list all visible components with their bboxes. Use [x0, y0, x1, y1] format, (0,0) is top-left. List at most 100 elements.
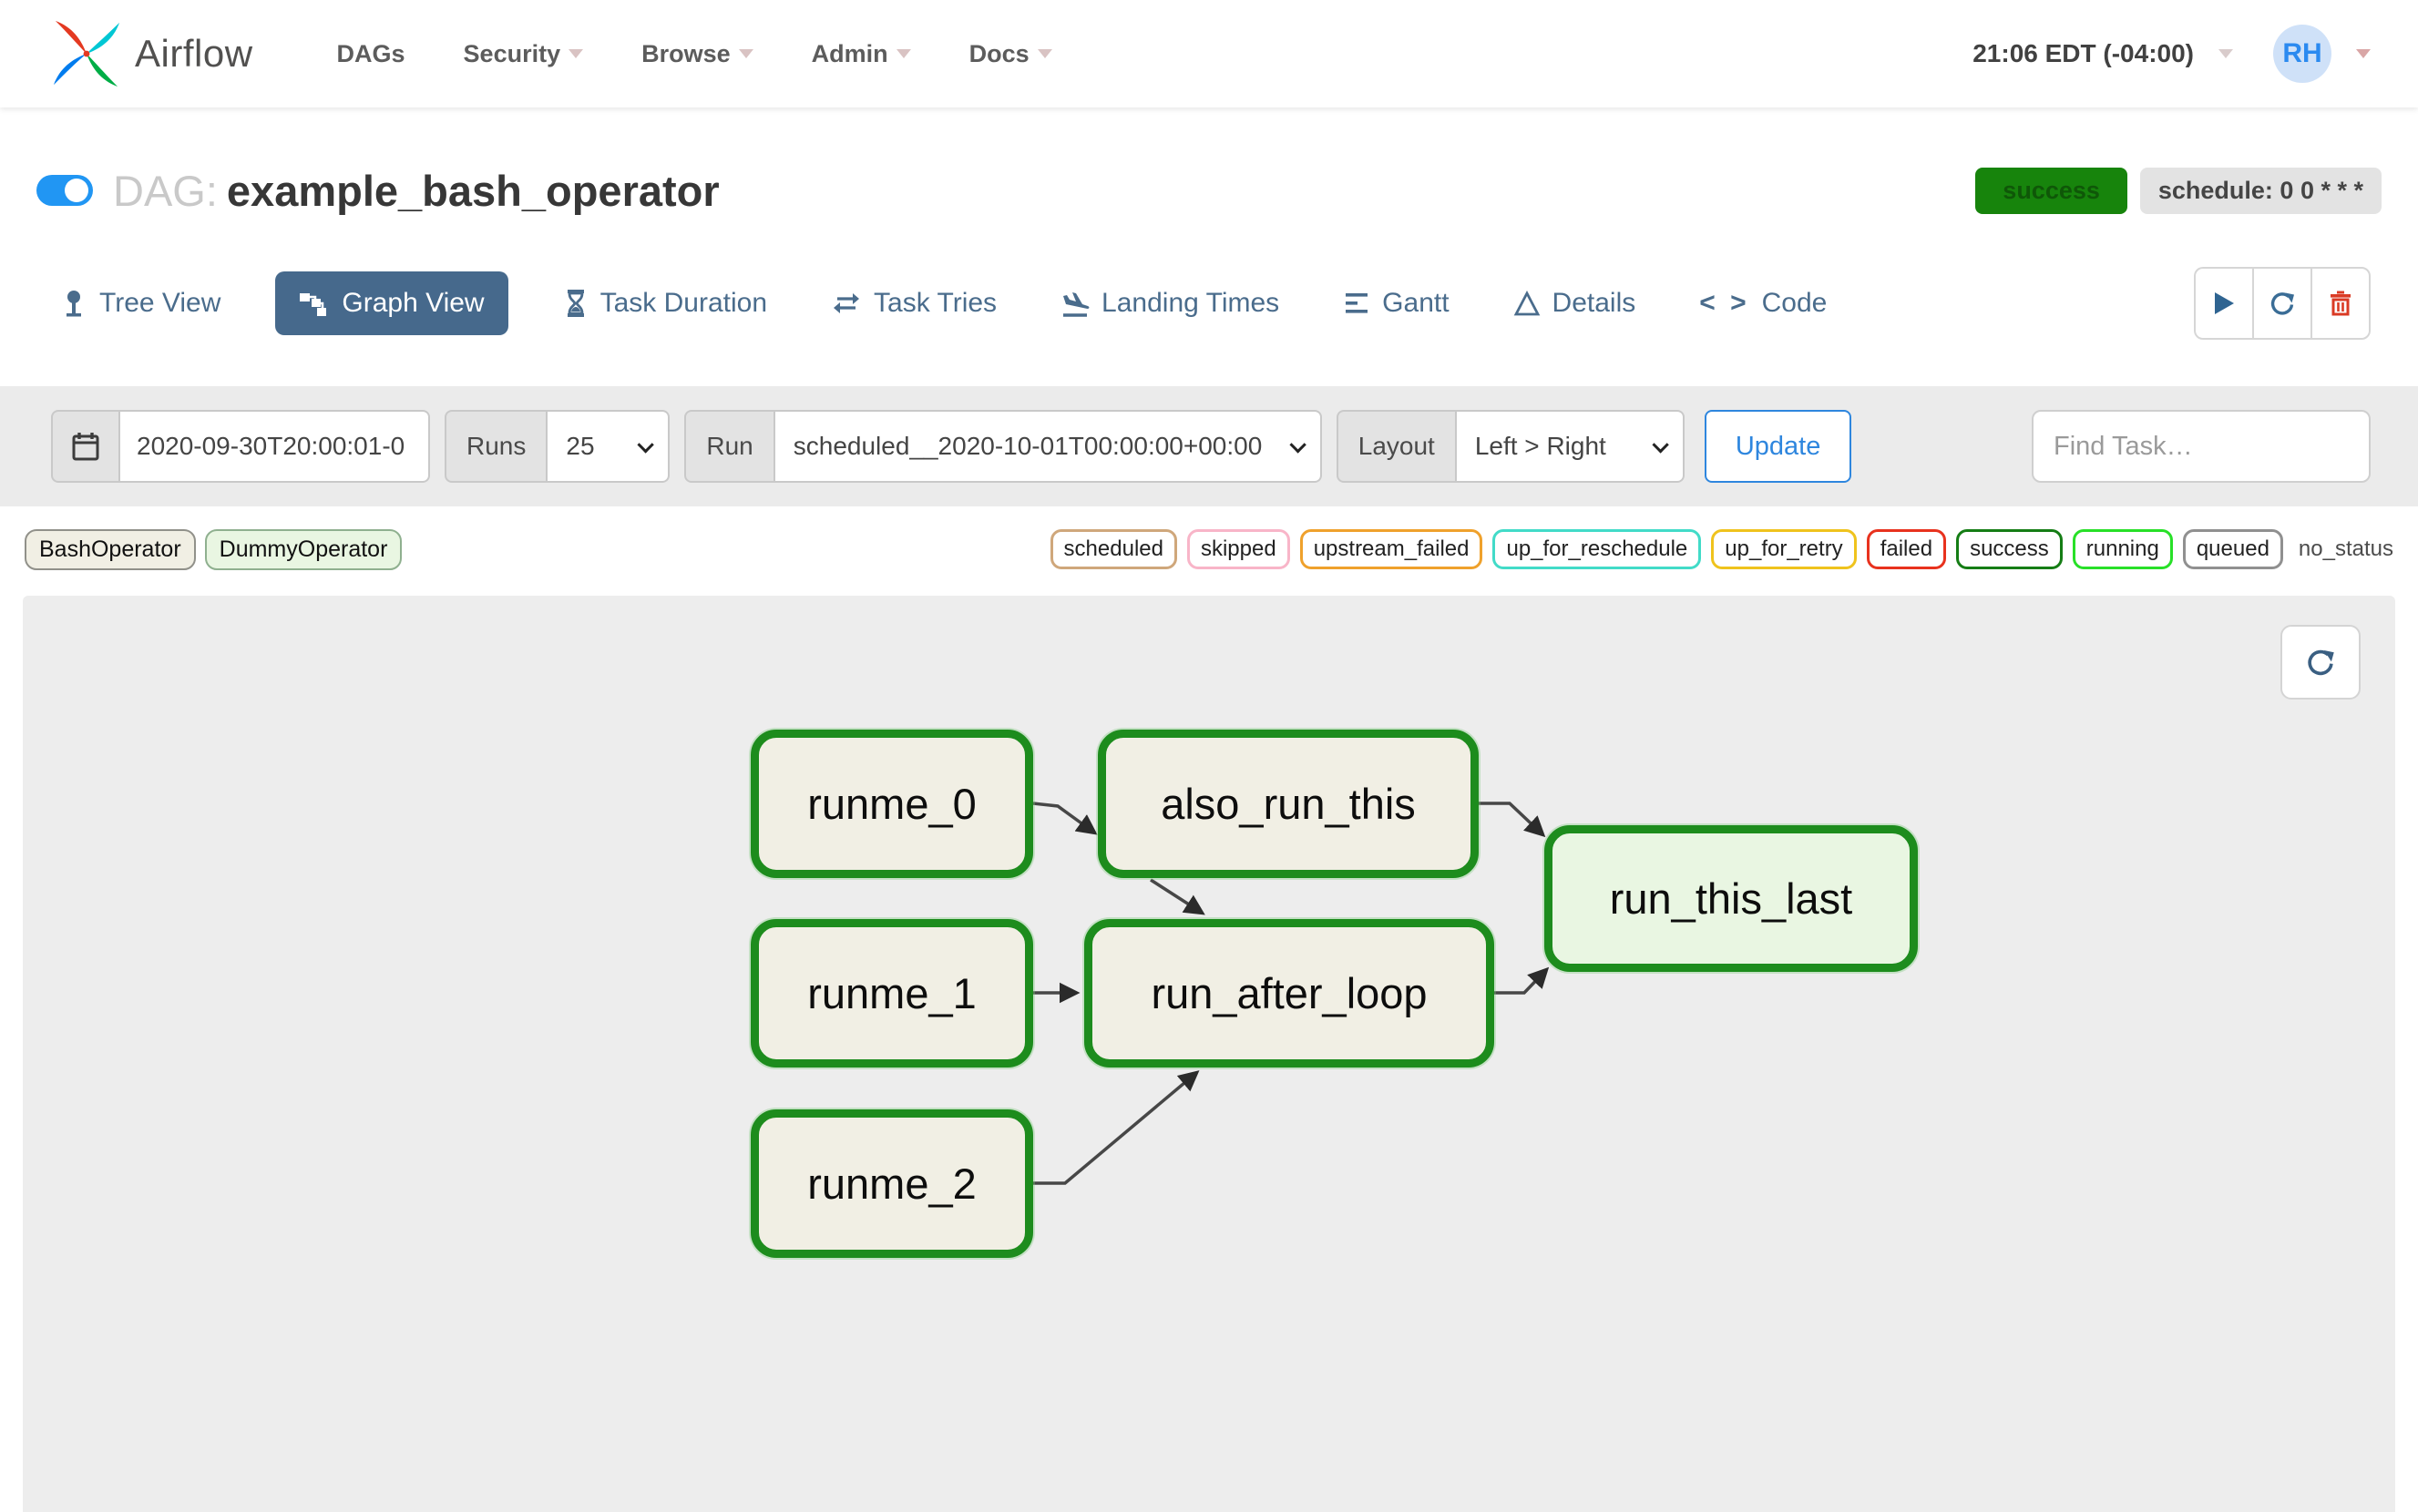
edge-run_after_loop-to-run_this_last	[1494, 966, 1550, 995]
graph-view-icon	[300, 293, 327, 316]
chevron-down-icon	[569, 49, 584, 58]
nav-item-docs[interactable]: Docs	[969, 40, 1052, 68]
chevron-down-icon	[1037, 49, 1052, 58]
header-right: 21:06 EDT (-04:00) RH	[1972, 25, 2371, 83]
dag-title-row: DAG:example_bash_operator success schedu…	[0, 153, 2418, 228]
toggle-knob	[65, 179, 88, 202]
main-nav: DAGs Security Browse Admin Docs	[337, 40, 1052, 68]
nav-item-dags[interactable]: DAGs	[336, 39, 405, 67]
tab-tree-view[interactable]: Tree View	[51, 271, 230, 335]
hourglass-icon	[567, 290, 584, 317]
update-button[interactable]: Update	[1704, 410, 1852, 483]
task-node-also_run_this[interactable]: also_run_this	[1098, 730, 1479, 878]
trigger-dag-button[interactable]	[2194, 267, 2254, 340]
brand-name: Airflow	[135, 32, 253, 75]
task-node-runme_1[interactable]: runme_1	[751, 919, 1033, 1068]
task-node-runme_2[interactable]: runme_2	[751, 1109, 1033, 1258]
find-task-input[interactable]	[2032, 410, 2371, 483]
tree-view-icon	[67, 291, 81, 317]
airflow-logo-icon	[53, 20, 120, 87]
nav-item-admin[interactable]: Admin	[812, 40, 911, 68]
tab-code[interactable]: < > Code	[1699, 288, 1828, 318]
chevron-down-icon	[2218, 49, 2233, 58]
chevron-down-icon	[738, 49, 753, 58]
dag-action-buttons	[2194, 267, 2371, 340]
runs-addon-label: Runs	[445, 410, 548, 483]
airflow-brand[interactable]: Airflow	[51, 18, 253, 89]
tab-task-tries[interactable]: Task Tries	[822, 271, 1006, 335]
tab-task-duration[interactable]: Task Duration	[554, 271, 776, 335]
code-icon: < >	[1699, 288, 1750, 318]
details-icon	[1513, 290, 1540, 316]
edge-runme_2-to-run_after_loop	[1033, 1070, 1200, 1185]
nav-item-security[interactable]: Security	[464, 40, 584, 68]
tab-landing-times[interactable]: Landing Times	[1051, 271, 1288, 335]
layout-addon-label: Layout	[1336, 410, 1457, 483]
top-navbar: Airflow DAGs Security Browse Admin Docs …	[0, 0, 2418, 107]
dag-graph-panel: runme_0 also_run_this runme_1 run_after_loo…	[23, 596, 2395, 1512]
status-legend-no_status: no_status	[2298, 536, 2393, 561]
edge-also_run_this-to-run_after_loop	[1150, 878, 1205, 915]
status-legend-up_for_retry: up_for_retry	[1711, 529, 1857, 569]
play-icon	[2215, 292, 2234, 314]
dag-status-badges: success schedule: 0 0 * * *	[1975, 167, 2382, 214]
calendar-icon	[72, 433, 99, 461]
status-legend-skipped: skipped	[1186, 529, 1290, 569]
tab-graph-view[interactable]: Graph View	[275, 271, 508, 335]
layout-select[interactable]: Left > Right	[1456, 410, 1685, 483]
refresh-icon	[2270, 292, 2294, 315]
status-legend-success: success	[1956, 529, 2063, 569]
chevron-down-icon	[637, 435, 655, 454]
run-addon-label: Run	[684, 410, 775, 483]
dag-run-group: Run scheduled__2020-10-01T00:00:00+00:00	[684, 410, 1322, 483]
runs-select[interactable]: 25	[548, 410, 671, 483]
graph-filter-bar: Runs 25 Run scheduled__2020-10-01T00:00:…	[0, 386, 2418, 506]
operator-legend-pill: DummyOperator	[204, 528, 403, 570]
refresh-dag-button[interactable]	[2252, 267, 2312, 340]
gantt-icon	[1346, 293, 1368, 313]
num-runs-group: Runs 25	[445, 410, 671, 483]
base-date-input[interactable]	[120, 410, 430, 483]
task-node-runme_0[interactable]: runme_0	[751, 730, 1033, 878]
task-node-run_after_loop[interactable]: run_after_loop	[1084, 919, 1494, 1068]
chevron-down-icon	[2356, 49, 2371, 58]
repeat-icon	[834, 293, 860, 313]
dag-label: DAG:	[113, 166, 218, 215]
dag-name: example_bash_operator	[226, 166, 720, 215]
schedule-badge[interactable]: schedule: 0 0 * * *	[2139, 167, 2382, 214]
refresh-icon	[2308, 649, 2334, 676]
edge-runme_0-to-also_run_this	[1032, 802, 1098, 835]
edge-also_run_this-to-run_this_last	[1479, 802, 1546, 838]
user-avatar[interactable]: RH	[2273, 25, 2331, 83]
dag-pause-toggle[interactable]	[36, 175, 93, 206]
view-tabs: Tree View Graph View Task Duration Task …	[51, 271, 1836, 335]
tab-details[interactable]: Details	[1504, 271, 1645, 335]
status-legend-scheduled: scheduled	[1050, 529, 1177, 569]
calendar-addon[interactable]	[51, 410, 120, 483]
base-date-group	[51, 410, 430, 483]
layout-group: Layout Left > Right	[1336, 410, 1685, 483]
tab-gantt[interactable]: Gantt	[1334, 271, 1458, 335]
nav-item-browse[interactable]: Browse	[641, 40, 753, 68]
chevron-down-icon	[1652, 435, 1669, 454]
delete-dag-button[interactable]	[2310, 267, 2371, 340]
task-node-run_this_last[interactable]: run_this_last	[1544, 825, 1918, 972]
chevron-down-icon	[896, 49, 911, 58]
status-legend-running: running	[2072, 529, 2173, 569]
graph-refresh-button[interactable]	[2280, 625, 2361, 700]
dag-run-select[interactable]: scheduled__2020-10-01T00:00:00+00:00	[774, 410, 1322, 483]
plane-landing-icon	[1063, 292, 1090, 317]
view-tabs-row: Tree View Graph View Task Duration Task …	[0, 264, 2418, 342]
chevron-down-icon	[1289, 435, 1306, 454]
run-status-badge: success	[1975, 167, 2127, 214]
status-legend-up_for_reschedule: up_for_reschedule	[1492, 529, 1702, 569]
dag-edges	[1032, 802, 1550, 1185]
trash-icon	[2331, 291, 2351, 316]
status-legend-queued: queued	[2182, 529, 2283, 569]
operator-legend-pill: BashOperator	[25, 528, 196, 570]
timezone-clock[interactable]: 21:06 EDT (-04:00)	[1972, 39, 2194, 67]
page-title: DAG:example_bash_operator	[113, 166, 720, 216]
